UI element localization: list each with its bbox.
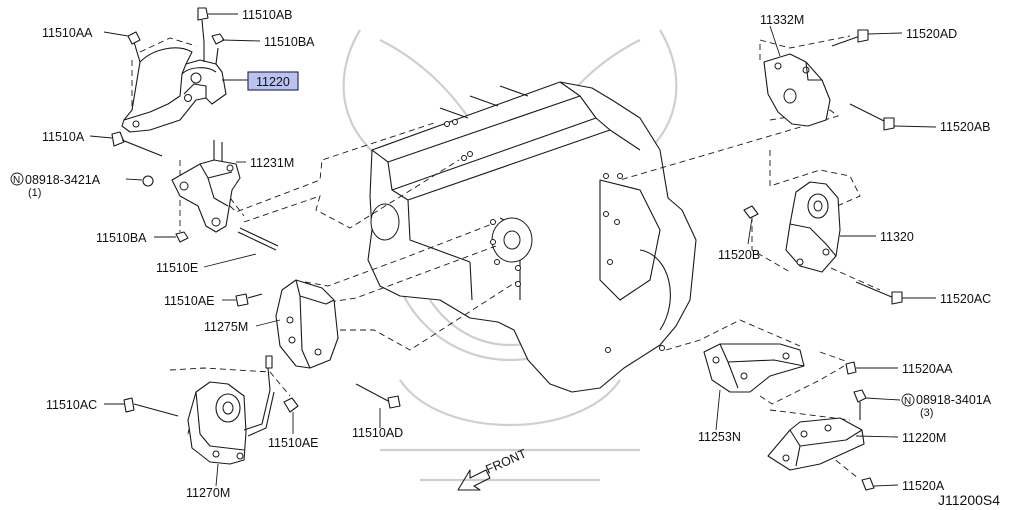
highlight-box-11220 xyxy=(247,71,299,91)
mount-11270M xyxy=(187,355,275,465)
n-circle-letter: N xyxy=(13,175,20,186)
bolt-11510A xyxy=(111,131,163,157)
label-11520A[interactable]: 11520A xyxy=(902,479,945,493)
label-11270M[interactable]: 11270M xyxy=(186,486,230,500)
nut-11520B xyxy=(743,205,759,219)
front-arrow-icon xyxy=(457,469,491,491)
label-11520B[interactable]: 11520B xyxy=(718,248,760,262)
label-11510BA-top[interactable]: 11510BA xyxy=(264,35,315,49)
bolt-11520A xyxy=(861,477,875,491)
n-circle-letter: N xyxy=(904,396,911,407)
bracket-11231M xyxy=(171,140,241,233)
label-11510AC[interactable]: 11510AC xyxy=(46,398,97,412)
label-11510E[interactable]: 11510E xyxy=(156,261,198,275)
nut-11510BA-top xyxy=(211,33,225,45)
label-11332M[interactable]: 11332M xyxy=(760,13,804,27)
bolt-11520AD xyxy=(831,29,869,47)
bolt-11510AE-low xyxy=(283,397,299,413)
label-11520AC[interactable]: 11520AC xyxy=(940,292,991,306)
bolt-11510AB xyxy=(197,7,209,43)
bracket-11332M xyxy=(763,53,831,127)
label-11510AD[interactable]: 11510AD xyxy=(352,426,403,440)
label-11220[interactable]: 11220 xyxy=(256,75,290,89)
bolt-11520AB xyxy=(849,103,895,131)
n-circle-icon xyxy=(10,172,24,186)
mount-11320 xyxy=(785,181,841,273)
n-circle-icon xyxy=(901,393,915,407)
label-11275M[interactable]: 11275M xyxy=(204,320,248,334)
label-11510AA[interactable]: 11510AA xyxy=(42,26,93,40)
label-11520AD[interactable]: 11520AD xyxy=(906,27,957,41)
nut-11510BA-low xyxy=(175,231,189,243)
bolt-11520AC xyxy=(855,281,903,305)
label-11231M[interactable]: 11231M xyxy=(250,156,294,170)
label-11520AA[interactable]: 11520AA xyxy=(902,362,953,376)
leader-lines xyxy=(89,13,937,487)
washer-08918-3401A xyxy=(853,389,867,420)
diagram-code: J11200S4 xyxy=(938,492,1000,508)
label-11510A[interactable]: 11510A xyxy=(42,130,85,144)
label-08918-3421A[interactable]: 08918-3421A xyxy=(25,173,101,187)
label-11510AE-top[interactable]: 11510AE xyxy=(164,294,215,308)
washer-08918-3421A xyxy=(142,175,154,187)
label-11320[interactable]: 11320 xyxy=(880,230,914,244)
label-11253N[interactable]: 11253N xyxy=(698,430,741,444)
label-11520AB[interactable]: 11520AB xyxy=(940,120,991,134)
label-11220M[interactable]: 11220M xyxy=(902,431,946,445)
stud-11510E xyxy=(237,227,279,251)
label-11510AE-low[interactable]: 11510AE xyxy=(268,436,319,450)
bolt-11520AA xyxy=(845,361,857,375)
label-08918-3421A-qty: (1) xyxy=(28,187,41,199)
engine-block xyxy=(367,81,697,393)
bracket-11275M xyxy=(275,279,339,369)
label-08918-3401A-qty: (3) xyxy=(920,407,933,419)
bolt-11510AD xyxy=(355,383,401,409)
label-11510AB[interactable]: 11510AB xyxy=(242,8,293,22)
bolt-11510AC xyxy=(123,397,179,417)
bracket-11220M xyxy=(767,417,865,471)
bolt-11510AE-top xyxy=(235,293,263,307)
bracket-11253N xyxy=(703,343,805,393)
bolt-11510AA xyxy=(127,31,141,63)
label-08918-3401A[interactable]: 08918-3401A xyxy=(916,393,992,407)
mount-11220 xyxy=(121,42,227,133)
label-11510BA-low[interactable]: 11510BA xyxy=(96,231,147,245)
